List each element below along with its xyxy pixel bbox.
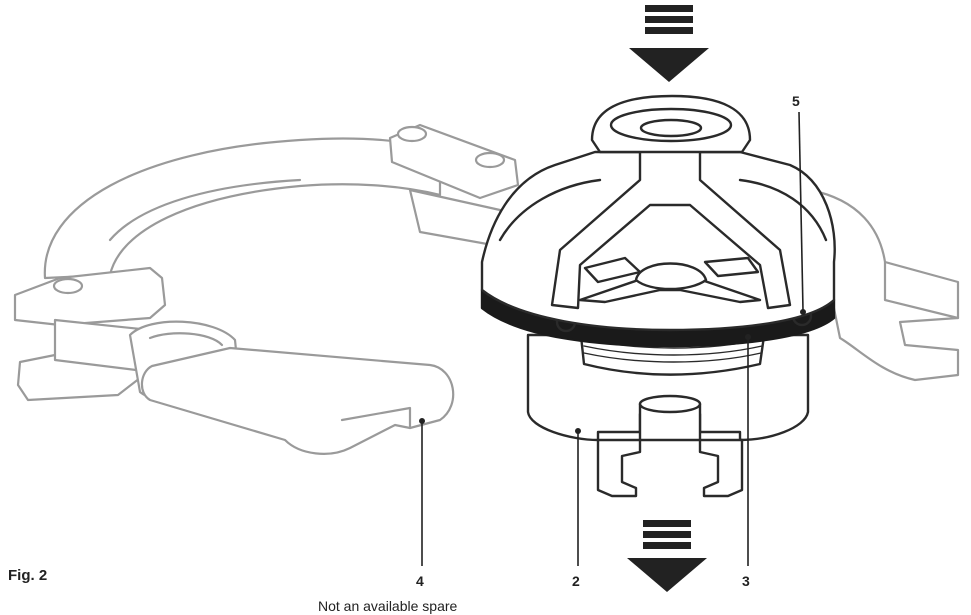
- clamp-ring: [43, 137, 442, 280]
- figure-note: Not an available spare: [318, 598, 458, 614]
- clamp-top-pin-a: [396, 125, 428, 143]
- valve-poppet-head: [634, 262, 708, 291]
- clamp-assembly: [13, 123, 960, 455]
- clamp-top-pin-b: [474, 151, 506, 169]
- flow-arrow-in-icon: [629, 5, 709, 82]
- valve-inlet-bore: [639, 118, 703, 138]
- leader-5: [798, 111, 804, 311]
- clamp-wing-lever: [140, 346, 455, 455]
- valve-slot-right: [703, 256, 760, 278]
- callout-2-label: 2: [572, 573, 580, 589]
- leader-lines: [421, 111, 804, 566]
- valve-slot-left: [583, 256, 642, 284]
- clamp-right-arm-edge: [883, 260, 960, 320]
- clamp-left-pin: [52, 277, 84, 295]
- valve-outlet-bore: [638, 394, 702, 414]
- valve-dome-rim: [498, 178, 828, 242]
- figure-label: Fig. 2: [8, 567, 47, 584]
- callout-3-label: 3: [742, 573, 750, 589]
- leader-dots: [419, 309, 806, 434]
- valve-housing: [480, 94, 836, 498]
- clamp-ring-inner-edge: [108, 178, 302, 242]
- callout-5-label: 5: [792, 93, 800, 109]
- clamp-wing-lever-edge: [340, 406, 412, 430]
- flow-arrow-out-icon: [627, 520, 707, 592]
- clamp-knob-ring: [148, 332, 224, 347]
- callout-4-label: 4: [416, 573, 424, 589]
- clamp-top-link: [388, 123, 520, 200]
- clamp-left-hinge: [13, 266, 167, 327]
